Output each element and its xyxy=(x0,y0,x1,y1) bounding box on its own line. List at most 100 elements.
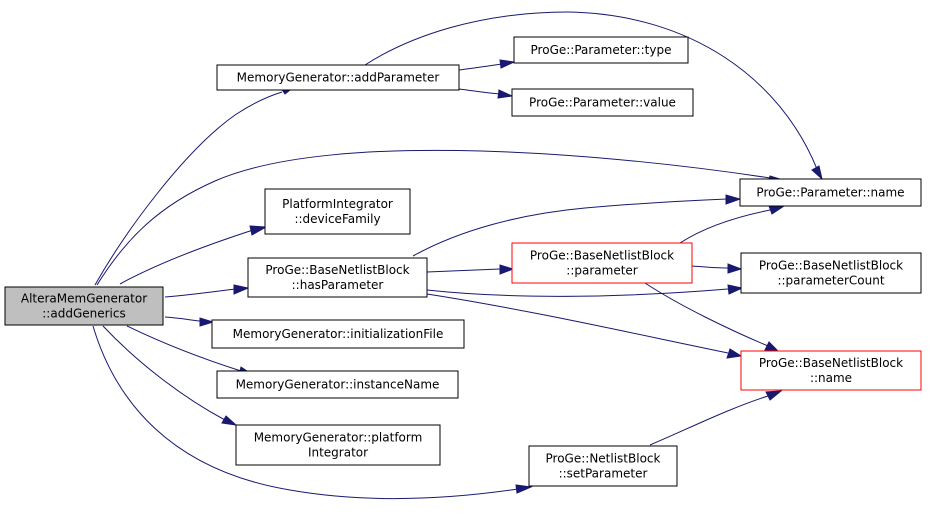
node-label-line: ProGe::Parameter::type xyxy=(531,43,672,57)
arrowhead-icon xyxy=(725,194,742,205)
call-edge-line xyxy=(458,63,503,71)
node-label-line: ::deviceFamily xyxy=(294,212,380,226)
call-edge xyxy=(458,59,516,71)
call-edge-line xyxy=(102,325,226,421)
node-label-line: ::name xyxy=(810,371,852,385)
node-box xyxy=(211,319,465,349)
node-label-line: PlatformIntegrator xyxy=(282,197,393,211)
node-label-line: ProGe::BaseNetlistBlock xyxy=(759,259,903,273)
call-edge xyxy=(691,263,743,274)
node-box xyxy=(511,88,694,117)
call-edge xyxy=(426,293,743,359)
node-label-line: ProGe::BaseNetlistBlock xyxy=(759,356,903,370)
arrowhead-icon xyxy=(727,263,743,274)
call-edge-line xyxy=(94,91,283,286)
call-edge xyxy=(458,88,514,99)
arrowhead-icon xyxy=(765,390,783,401)
node-proge-parameter-name[interactable]: ProGe::Parameter::name xyxy=(739,178,922,207)
node-label-line: ::parameter xyxy=(566,264,638,278)
node-proge-parameter-type[interactable]: ProGe::Parameter::type xyxy=(513,36,689,64)
node-box xyxy=(513,36,689,64)
node-memory-generator-instance-name[interactable]: MemoryGenerator::instanceName xyxy=(216,370,459,399)
call-edge-line xyxy=(426,293,729,354)
call-edge xyxy=(94,85,297,286)
node-label-line: MemoryGenerator::instanceName xyxy=(236,378,440,392)
call-edge xyxy=(102,325,238,426)
node-box xyxy=(740,252,922,294)
node-label-line: ::addGenerics xyxy=(42,307,125,321)
node-label-line: ProGe::BaseNetlistBlock xyxy=(530,249,674,263)
node-label-line: ::parameterCount xyxy=(777,274,884,288)
call-edge xyxy=(119,225,268,285)
call-edge xyxy=(164,284,250,298)
arrowhead-icon xyxy=(199,317,215,327)
arrowhead-icon xyxy=(249,225,268,236)
call-edge xyxy=(426,284,744,297)
arrowhead-icon xyxy=(811,165,823,181)
node-label-line: Integrator xyxy=(308,446,368,460)
call-edge xyxy=(679,205,786,244)
arrowhead-icon xyxy=(497,89,514,99)
call-edge-line xyxy=(96,149,771,286)
call-edge xyxy=(164,316,215,327)
node-proge-base-netlist-block-has-parameter[interactable]: ProGe::BaseNetlistBlock::hasParameter xyxy=(247,257,428,298)
node-label-line: ::hasParameter xyxy=(292,278,384,292)
call-edge-line xyxy=(119,229,254,285)
arrowhead-icon xyxy=(233,284,250,295)
arrowhead-icon xyxy=(727,284,744,295)
node-proge-parameter-value[interactable]: ProGe::Parameter::value xyxy=(511,88,694,117)
node-altera-mem-generator-add-generics[interactable]: AlteraMemGenerator::addGenerics xyxy=(4,286,164,326)
node-proge-base-netlist-block-name[interactable]: ProGe::BaseNetlistBlock::name xyxy=(740,350,922,391)
node-box xyxy=(216,370,459,399)
node-box xyxy=(739,178,922,207)
call-edge xyxy=(649,390,783,446)
call-edge-line xyxy=(426,268,501,273)
arrowhead-icon xyxy=(726,348,743,359)
call-edge-line xyxy=(164,316,201,322)
call-edge-line xyxy=(426,288,729,297)
node-box xyxy=(4,286,164,326)
node-box xyxy=(235,424,441,466)
call-edge-line xyxy=(679,209,771,244)
arrowhead-icon xyxy=(768,205,786,215)
call-edge-line xyxy=(691,265,729,269)
node-proge-base-netlist-block-parameter-count[interactable]: ProGe::BaseNetlistBlock::parameterCount xyxy=(740,252,922,294)
call-edge xyxy=(364,11,823,181)
node-memory-generator-add-parameter[interactable]: MemoryGenerator::addParameter xyxy=(216,64,460,91)
call-edge-line xyxy=(458,88,501,95)
node-label-line: ProGe::NetlistBlock xyxy=(546,452,661,466)
node-label-line: ProGe::Parameter::name xyxy=(756,186,904,200)
arrowhead-icon xyxy=(515,484,533,494)
arrowhead-icon xyxy=(221,415,238,426)
function-nodes: AlteraMemGenerator::addGenericsMemoryGen… xyxy=(4,36,922,487)
call-edge-line xyxy=(649,395,769,446)
node-label-line: AlteraMemGenerator xyxy=(21,292,147,306)
arrowhead-icon xyxy=(499,264,515,275)
call-edge xyxy=(426,264,515,275)
node-label-line: MemoryGenerator::addParameter xyxy=(237,71,440,85)
node-box xyxy=(740,350,922,391)
call-edge-line xyxy=(164,288,236,298)
call-edge xyxy=(644,282,781,353)
node-box xyxy=(511,242,693,284)
node-box xyxy=(216,64,460,91)
node-proge-base-netlist-block-parameter[interactable]: ProGe::BaseNetlistBlock::parameter xyxy=(511,242,693,284)
node-label-line: MemoryGenerator::platform xyxy=(254,431,423,445)
call-edge xyxy=(92,325,533,500)
node-label-line: MemoryGenerator::initializationFile xyxy=(233,327,444,341)
node-proge-netlist-block-set-parameter[interactable]: ProGe::NetlistBlock::setParameter xyxy=(528,445,678,487)
call-edge-line xyxy=(644,282,769,347)
node-box xyxy=(247,257,428,298)
node-label-line: ::setParameter xyxy=(559,467,648,481)
node-platform-integrator-device-family[interactable]: PlatformIntegrator::deviceFamily xyxy=(264,188,411,235)
call-edge-line xyxy=(126,325,242,372)
node-box xyxy=(264,188,411,235)
node-label-line: ProGe::BaseNetlistBlock xyxy=(265,263,409,277)
node-memory-generator-initialization-file[interactable]: MemoryGenerator::initializationFile xyxy=(211,319,465,349)
call-edge-line xyxy=(364,11,818,170)
arrowhead-icon xyxy=(499,59,516,69)
node-label-line: ProGe::Parameter::value xyxy=(529,96,676,110)
call-edge-line xyxy=(412,198,728,257)
